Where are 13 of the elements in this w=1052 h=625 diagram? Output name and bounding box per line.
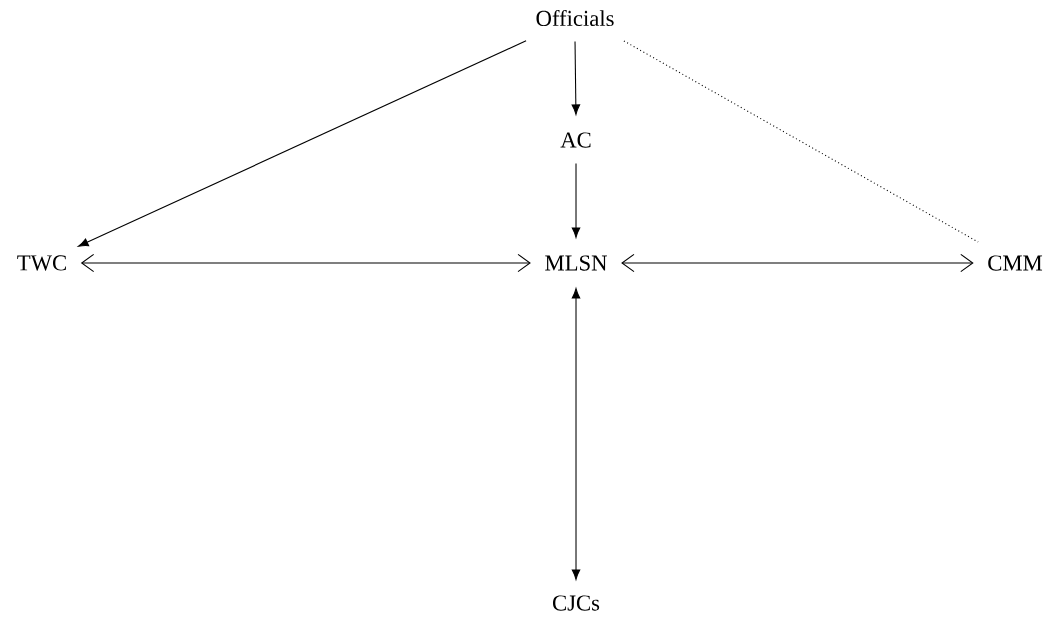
node-label: MLSN	[545, 255, 607, 271]
node-label: CMM	[988, 255, 1043, 271]
node-label: Officials	[536, 9, 614, 27]
arrow	[571, 163, 581, 238]
node-label: AC	[560, 132, 591, 148]
dotted-line	[623, 40, 979, 243]
arrow	[78, 40, 527, 247]
arrow	[571, 288, 581, 580]
arrow	[621, 253, 974, 273]
arrow	[571, 41, 581, 115]
node-label: TWC	[17, 255, 66, 271]
node-label: CJCs	[553, 595, 600, 611]
arrow	[80, 253, 531, 273]
